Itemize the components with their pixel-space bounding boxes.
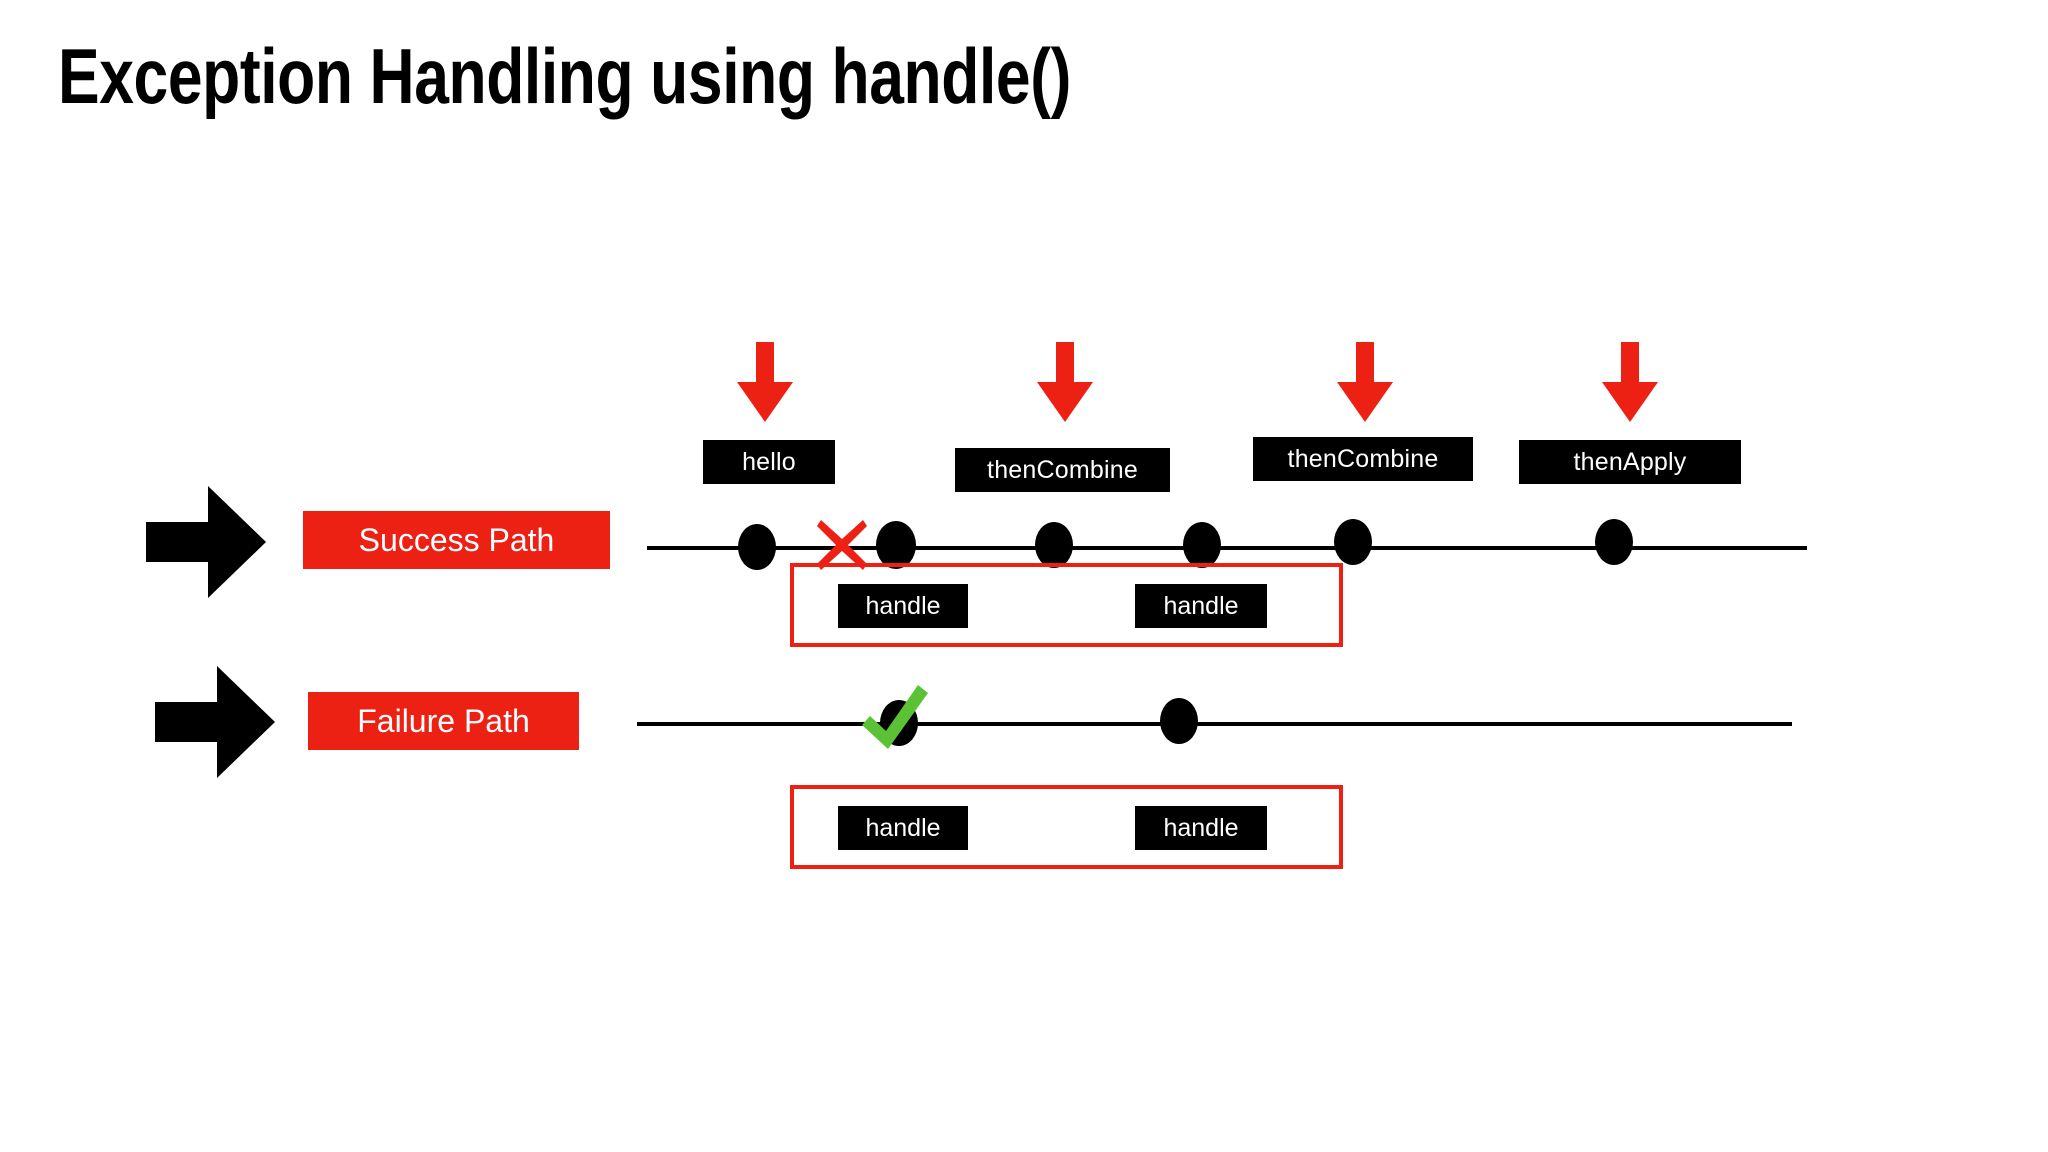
cross-icon: [817, 520, 867, 570]
path-label-success[interactable]: Success Path: [303, 511, 610, 569]
check-icon: [862, 685, 928, 749]
operation-box-thenapply[interactable]: thenApply: [1519, 440, 1741, 484]
failure-handle-group: [790, 785, 1343, 869]
down-arrow-icon: [1037, 342, 1093, 422]
handle-box[interactable]: handle: [838, 806, 968, 850]
right-arrow-icon: [146, 486, 266, 598]
success-handle-group: [790, 563, 1343, 647]
success-timeline-line: [647, 546, 1807, 550]
timeline-node[interactable]: [876, 521, 916, 569]
operation-box-thencombine-1[interactable]: thenCombine: [955, 448, 1170, 492]
handle-box[interactable]: handle: [838, 584, 968, 628]
timeline-node[interactable]: [1183, 522, 1221, 568]
failure-timeline-line: [637, 722, 1792, 726]
right-arrow-icon: [155, 666, 275, 778]
down-arrow-icon: [737, 342, 793, 422]
operation-box-thencombine-2[interactable]: thenCombine: [1253, 437, 1473, 481]
page-title: Exception Handling using handle(): [58, 32, 1071, 120]
timeline-node[interactable]: [738, 524, 776, 570]
operation-box-hello[interactable]: hello: [703, 440, 835, 484]
path-label-failure[interactable]: Failure Path: [308, 692, 579, 750]
timeline-node[interactable]: [1035, 522, 1073, 568]
down-arrow-icon: [1337, 342, 1393, 422]
handle-box[interactable]: handle: [1135, 584, 1267, 628]
timeline-node[interactable]: [1334, 519, 1372, 565]
down-arrow-icon: [1602, 342, 1658, 422]
timeline-node[interactable]: [1160, 698, 1198, 744]
timeline-node[interactable]: [1595, 519, 1633, 565]
handle-box[interactable]: handle: [1135, 806, 1267, 850]
